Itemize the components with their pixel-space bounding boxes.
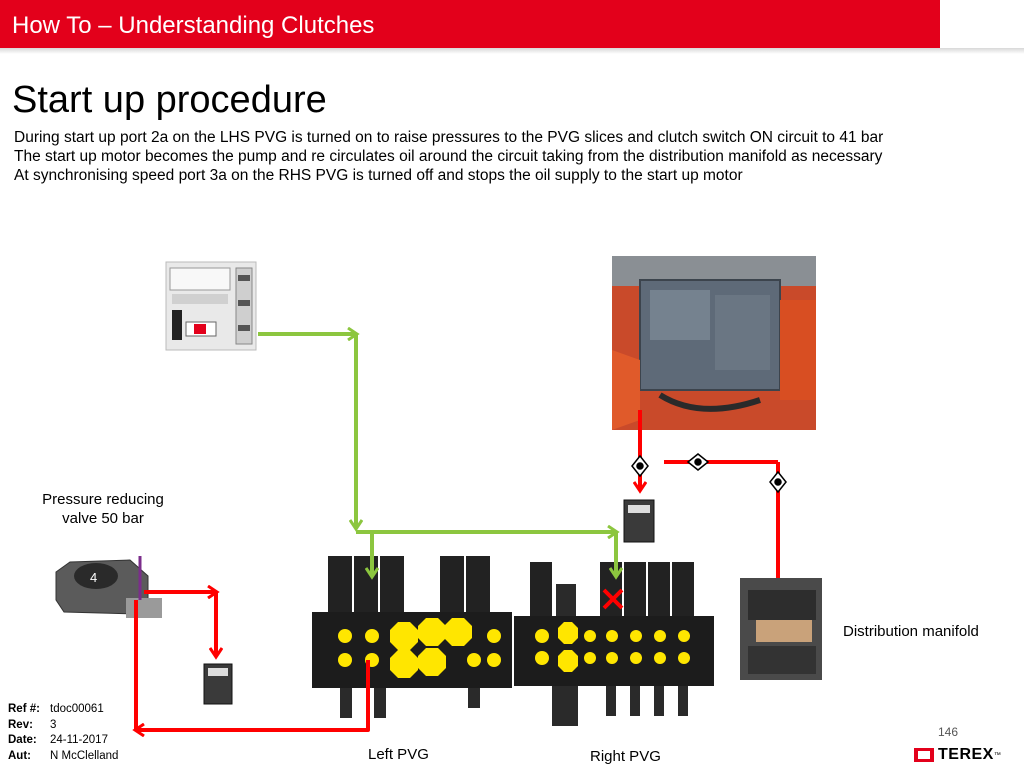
meta-rev-value: 3 xyxy=(50,718,57,731)
distribution-manifold-label: Distribution manifold xyxy=(843,623,979,640)
left-pvg-label: Left PVG xyxy=(368,746,429,763)
check-valve-icon xyxy=(686,453,710,471)
header-title: How To – Understanding Clutches xyxy=(12,12,375,39)
pressure-valve-label-line: Pressure reducing xyxy=(42,491,164,508)
description: During start up port 2a on the LHS PVG i… xyxy=(14,128,1004,185)
pressure-valve-label-line: valve 50 bar xyxy=(62,510,144,527)
pressure-reducing-valve-image: 4 xyxy=(55,559,162,618)
description-line: At synchronising speed port 3a on the RH… xyxy=(14,167,743,184)
meta-ref: Ref #: tdoc00061 xyxy=(8,702,118,718)
meta-rev: Rev: 3 xyxy=(8,718,118,734)
green-pressure-lines xyxy=(258,334,616,576)
header-shadow xyxy=(0,48,1024,54)
slide-title: Start up procedure xyxy=(12,79,327,121)
meta-ref-value: tdoc00061 xyxy=(50,703,104,715)
terex-logo-text: TEREX xyxy=(938,746,994,763)
description-line: During start up port 2a on the LHS PVG i… xyxy=(14,129,884,146)
meta-rev-label: Rev: xyxy=(8,718,33,731)
solenoid-valve-image xyxy=(203,663,233,705)
right-pvg-block xyxy=(514,562,714,726)
left-pvg-block xyxy=(312,556,512,718)
pressure-valve-label: Pressure reducing valve 50 bar xyxy=(30,490,176,528)
solenoid-valve-image xyxy=(623,499,655,543)
distribution-manifold-image xyxy=(740,578,822,680)
description-line: The start up motor becomes the pump and … xyxy=(14,148,883,165)
electrical-cabinet-image xyxy=(165,261,257,351)
meta-aut-label: Aut: xyxy=(8,749,31,762)
meta-date: Date: 24-11-2017 xyxy=(8,733,118,749)
check-valve-icon xyxy=(631,454,649,478)
document-meta: Ref #: tdoc00061 Rev: 3 Date: 24-11-2017 Au… xyxy=(8,702,118,764)
header-bar xyxy=(0,0,940,48)
page-number: 146 xyxy=(938,725,959,739)
terex-logo-tm: ™ xyxy=(993,751,1001,759)
terex-logo-icon xyxy=(914,748,934,762)
port-off-cross-icon xyxy=(602,588,624,610)
meta-date-label: Date: xyxy=(8,734,37,746)
meta-author: Aut: N McClelland xyxy=(8,749,118,765)
right-pvg-label: Right PVG xyxy=(590,748,661,765)
start-up-motor-image xyxy=(612,256,816,430)
svg-text:4: 4 xyxy=(90,570,97,585)
meta-ref-label: Ref #: xyxy=(8,703,40,715)
meta-date-value: 24-11-2017 xyxy=(50,734,108,746)
check-valve-icon xyxy=(769,470,787,494)
meta-aut-value: N McClelland xyxy=(50,749,119,762)
